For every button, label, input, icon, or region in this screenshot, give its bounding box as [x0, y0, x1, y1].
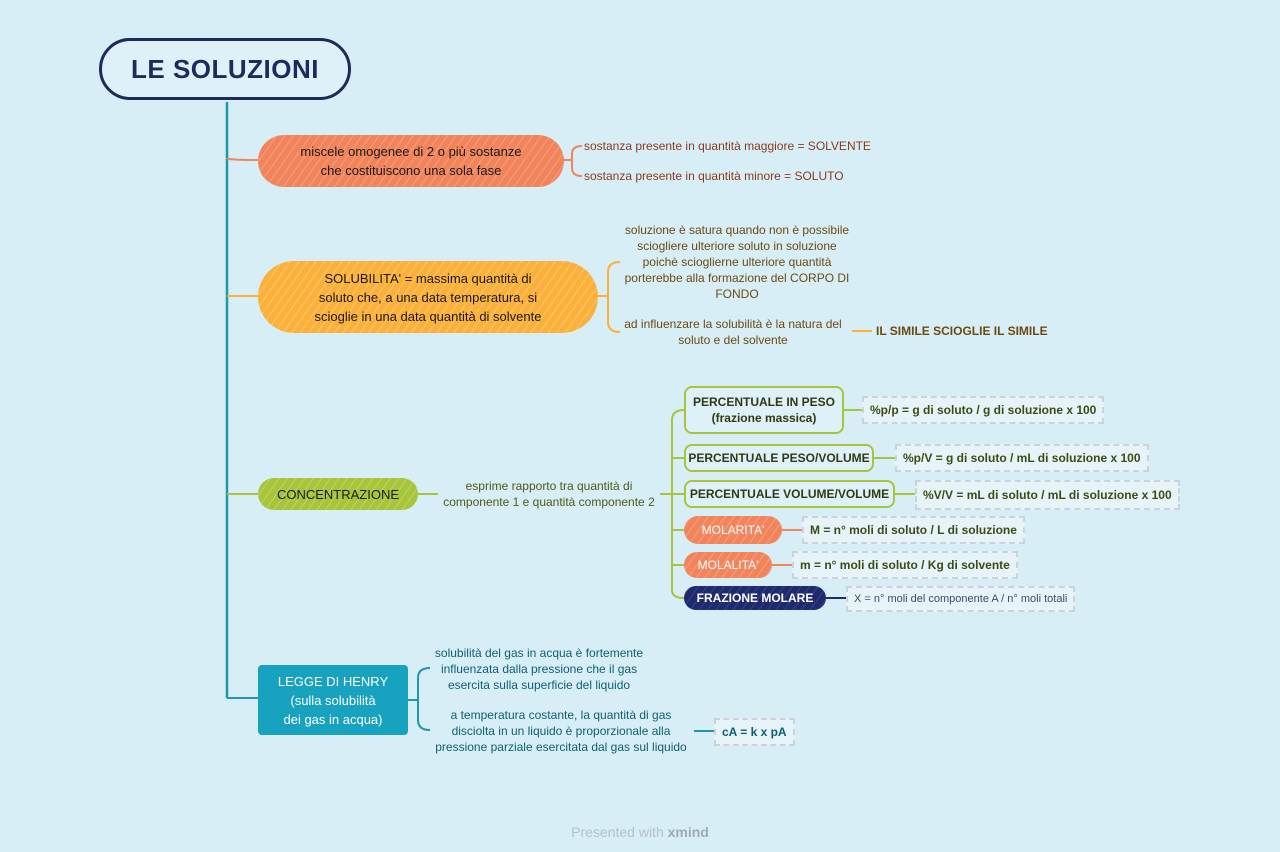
- node-percentuale-peso-volume[interactable]: PERCENTUALE PESO/VOLUME: [684, 444, 874, 472]
- node-miscele-line1: miscele omogenee di 2 o più sostanze: [300, 144, 522, 159]
- temp-line: disciolta in un liquido è proporzionale …: [451, 724, 671, 738]
- gas-line: esercita sulla superficie del liquido: [447, 678, 631, 692]
- node-concentrazione-desc: esprime rapporto tra quantità di compone…: [436, 478, 662, 510]
- formula-pv: %p/V = g di soluto / mL di soluzione x 1…: [895, 444, 1149, 472]
- formula-molalita: m = n° moli di soluto / Kg di solvente: [792, 551, 1018, 579]
- node-molalita[interactable]: MOLALITA': [684, 552, 772, 578]
- node-solvente: sostanza presente in quantità maggiore =…: [584, 139, 871, 153]
- formula-vv: %V/V = mL di soluto / mL di soluzione x …: [915, 480, 1180, 510]
- node-miscele-line2: che costituiscono una sola fase: [320, 163, 502, 178]
- formula-pp: %p/p = g di soluto / g di soluzione x 10…: [862, 396, 1105, 424]
- gas-line: influenzata dalla pressione che il gas: [440, 662, 638, 676]
- node-percentuale-peso[interactable]: PERCENTUALE IN PESO (frazione massica): [684, 386, 844, 434]
- node-frazione-molare[interactable]: FRAZIONE MOLARE: [684, 586, 826, 610]
- satura-line: poichè scioglierne ulteriore quantità: [642, 255, 832, 269]
- satura-line: sciogliere ulteriore soluto in soluzione: [637, 239, 837, 253]
- node-simile: IL SIMILE SCIOGLIE IL SIMILE: [876, 324, 1048, 338]
- satura-line: porterebbe alla formazione del CORPO DI: [624, 271, 850, 285]
- node-soluto: sostanza presente in quantità minore = S…: [584, 169, 844, 183]
- desc-line: esprime rapporto tra quantità di: [465, 479, 633, 493]
- node-temperatura: a temperatura costante, la quantità di g…: [428, 707, 694, 755]
- formula-henry: cA = k x pA: [714, 718, 795, 746]
- node-solubilita-line3: scioglie in una data quantità di solvent…: [314, 308, 542, 324]
- formula-molarita: M = n° moli di soluto / L di soluzione: [802, 516, 1025, 544]
- henry-line: LEGGE DI HENRY: [277, 673, 389, 689]
- label-line: PERCENTUALE IN PESO: [692, 395, 836, 409]
- node-concentrazione[interactable]: CONCENTRAZIONE: [258, 478, 418, 510]
- node-solubilita-line1: SOLUBILITA' = massima quantità di: [324, 270, 532, 286]
- node-satura: soluzione è satura quando non è possibil…: [614, 222, 860, 302]
- node-molarita[interactable]: MOLARITA': [684, 516, 782, 544]
- natura-line: ad influenzare la solubilità è la natura…: [624, 317, 842, 331]
- temp-line: pressione parziale esercitata dal gas su…: [435, 740, 687, 754]
- footer: Presented with xmind: [0, 824, 1280, 840]
- henry-line: dei gas in acqua): [283, 711, 383, 727]
- desc-line: componente 1 e quantità componente 2: [443, 495, 655, 509]
- natura-line: soluto e del solvente: [678, 333, 788, 347]
- satura-line: FONDO: [715, 287, 759, 301]
- label-line: (frazione massica): [711, 411, 817, 425]
- footer-brand[interactable]: xmind: [667, 824, 709, 840]
- gas-line: solubilità del gas in acqua è fortemente: [434, 646, 644, 660]
- footer-prefix: Presented with: [571, 824, 664, 840]
- node-solubilita-line2: soluto che, a una data temperatura, si: [318, 289, 538, 305]
- node-henry[interactable]: LEGGE DI HENRY (sulla solubilità dei gas…: [258, 665, 408, 735]
- node-percentuale-volume-volume[interactable]: PERCENTUALE VOLUME/VOLUME: [684, 480, 895, 508]
- node-solubilita[interactable]: SOLUBILITA' = massima quantità di soluto…: [258, 261, 598, 333]
- satura-line: soluzione è satura quando non è possibil…: [624, 223, 850, 237]
- page-title: LE SOLUZIONI: [99, 38, 351, 100]
- formula-frazione: X = n° moli del componente A / n° moli t…: [846, 586, 1076, 612]
- node-natura: ad influenzare la solubilità è la natura…: [614, 316, 852, 348]
- henry-line: (sulla solubilità: [290, 692, 376, 708]
- node-gas-solubilita: solubilità del gas in acqua è fortemente…: [424, 645, 654, 693]
- node-miscele[interactable]: miscele omogenee di 2 o più sostanze che…: [258, 135, 564, 187]
- temp-line: a temperatura costante, la quantità di g…: [450, 708, 672, 722]
